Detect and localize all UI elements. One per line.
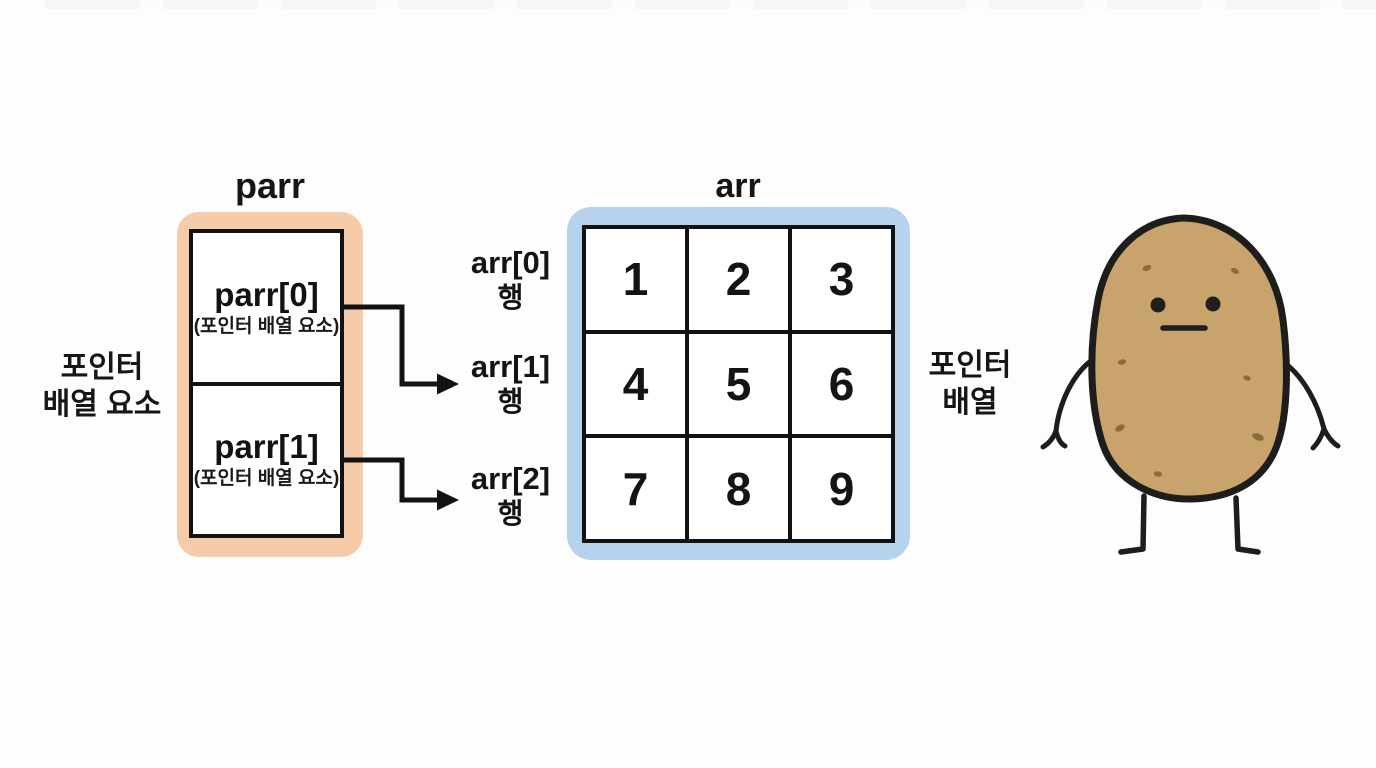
arr-cell-0-1: 2 — [689, 229, 788, 330]
potato-right-eye-icon — [1205, 296, 1221, 312]
pointer-arrow-parr0 — [344, 304, 459, 395]
arr-row-label-0-suffix: 행 — [497, 282, 524, 313]
arr-cell-2-1: 8 — [689, 438, 788, 539]
potato-right-leg — [1233, 495, 1261, 555]
potato-spot — [1117, 359, 1127, 365]
arrowhead-icon — [437, 489, 459, 511]
potato-right-hand-icon — [1321, 426, 1341, 449]
parr-cell-0-name: parr[0] — [214, 275, 319, 313]
arr-cell-0-0: 1 — [586, 229, 685, 330]
arr-cell-1-1: 5 — [689, 333, 788, 435]
potato-character-icon — [1040, 214, 1341, 555]
arr-row-label-1-name: arr[1] — [470, 349, 551, 384]
arr-side-label: 포인터 배열 — [899, 347, 1041, 421]
parr-side-label-line1: 포인터 — [60, 351, 144, 384]
arr-row-label-2-name: arr[2] — [470, 461, 551, 496]
arr-row-label-0-name: arr[0] — [470, 245, 551, 280]
arr-cell-2-2: 9 — [792, 438, 891, 539]
potato-spot — [1153, 471, 1163, 477]
potato-left-hand-icon — [1040, 428, 1059, 450]
arr-row-label-2: arr[2] 행 — [443, 461, 578, 531]
potato-spot — [1115, 424, 1125, 432]
potato-right-arm — [1283, 361, 1327, 432]
arr-title: arr — [715, 167, 761, 205]
parr-inner-box: parr[0] (포인터 배열 요소) parr[1] (포인터 배열 요소) — [189, 229, 344, 538]
potato-body — [1088, 214, 1290, 503]
potato-left-eye-icon — [1150, 297, 1166, 313]
parr-cell-1-caption: (포인터 배열 요소) — [193, 468, 340, 490]
potato-spot — [1142, 264, 1152, 272]
arr-grid: 1 2 3 4 5 6 7 8 9 — [582, 225, 895, 543]
arr-side-label-line2: 배열 — [942, 386, 998, 419]
parr-side-label-line2: 배열 요소 — [42, 388, 162, 421]
potato-left-arm — [1053, 357, 1095, 434]
arr-cell-1-0: 4 — [586, 333, 685, 435]
arr-row-label-2-suffix: 행 — [497, 498, 524, 529]
parr-cell-0-caption: (포인터 배열 요소) — [193, 315, 340, 337]
arrowhead-icon — [437, 373, 459, 395]
pointer-arrow-parr1 — [344, 457, 459, 511]
potato-spot — [1231, 267, 1239, 275]
parr-cell-1-name: parr[1] — [214, 428, 319, 466]
arr-side-label-line1: 포인터 — [928, 349, 1012, 382]
arr-cell-0-2: 3 — [792, 229, 891, 330]
potato-left-hand-icon — [1053, 428, 1068, 449]
parr-cell-0: parr[0] (포인터 배열 요소) — [193, 233, 340, 386]
potato-right-hand-icon — [1310, 426, 1327, 451]
potato-left-leg — [1118, 493, 1147, 555]
arr-row-label-1: arr[1] 행 — [443, 349, 578, 419]
top-edge-artifact — [45, 0, 1376, 9]
arr-cell-2-0: 7 — [586, 438, 685, 539]
parr-title: parr — [234, 165, 306, 206]
arr-row-label-1-suffix: 행 — [497, 386, 524, 417]
parr-cell-1: parr[1] (포인터 배열 요소) — [193, 386, 340, 535]
potato-spot — [1243, 375, 1251, 381]
arr-row-label-0: arr[0] 행 — [443, 245, 578, 315]
parr-side-label: 포인터 배열 요소 — [18, 349, 186, 423]
arr-cell-1-2: 6 — [792, 333, 891, 435]
potato-spot — [1252, 433, 1264, 441]
